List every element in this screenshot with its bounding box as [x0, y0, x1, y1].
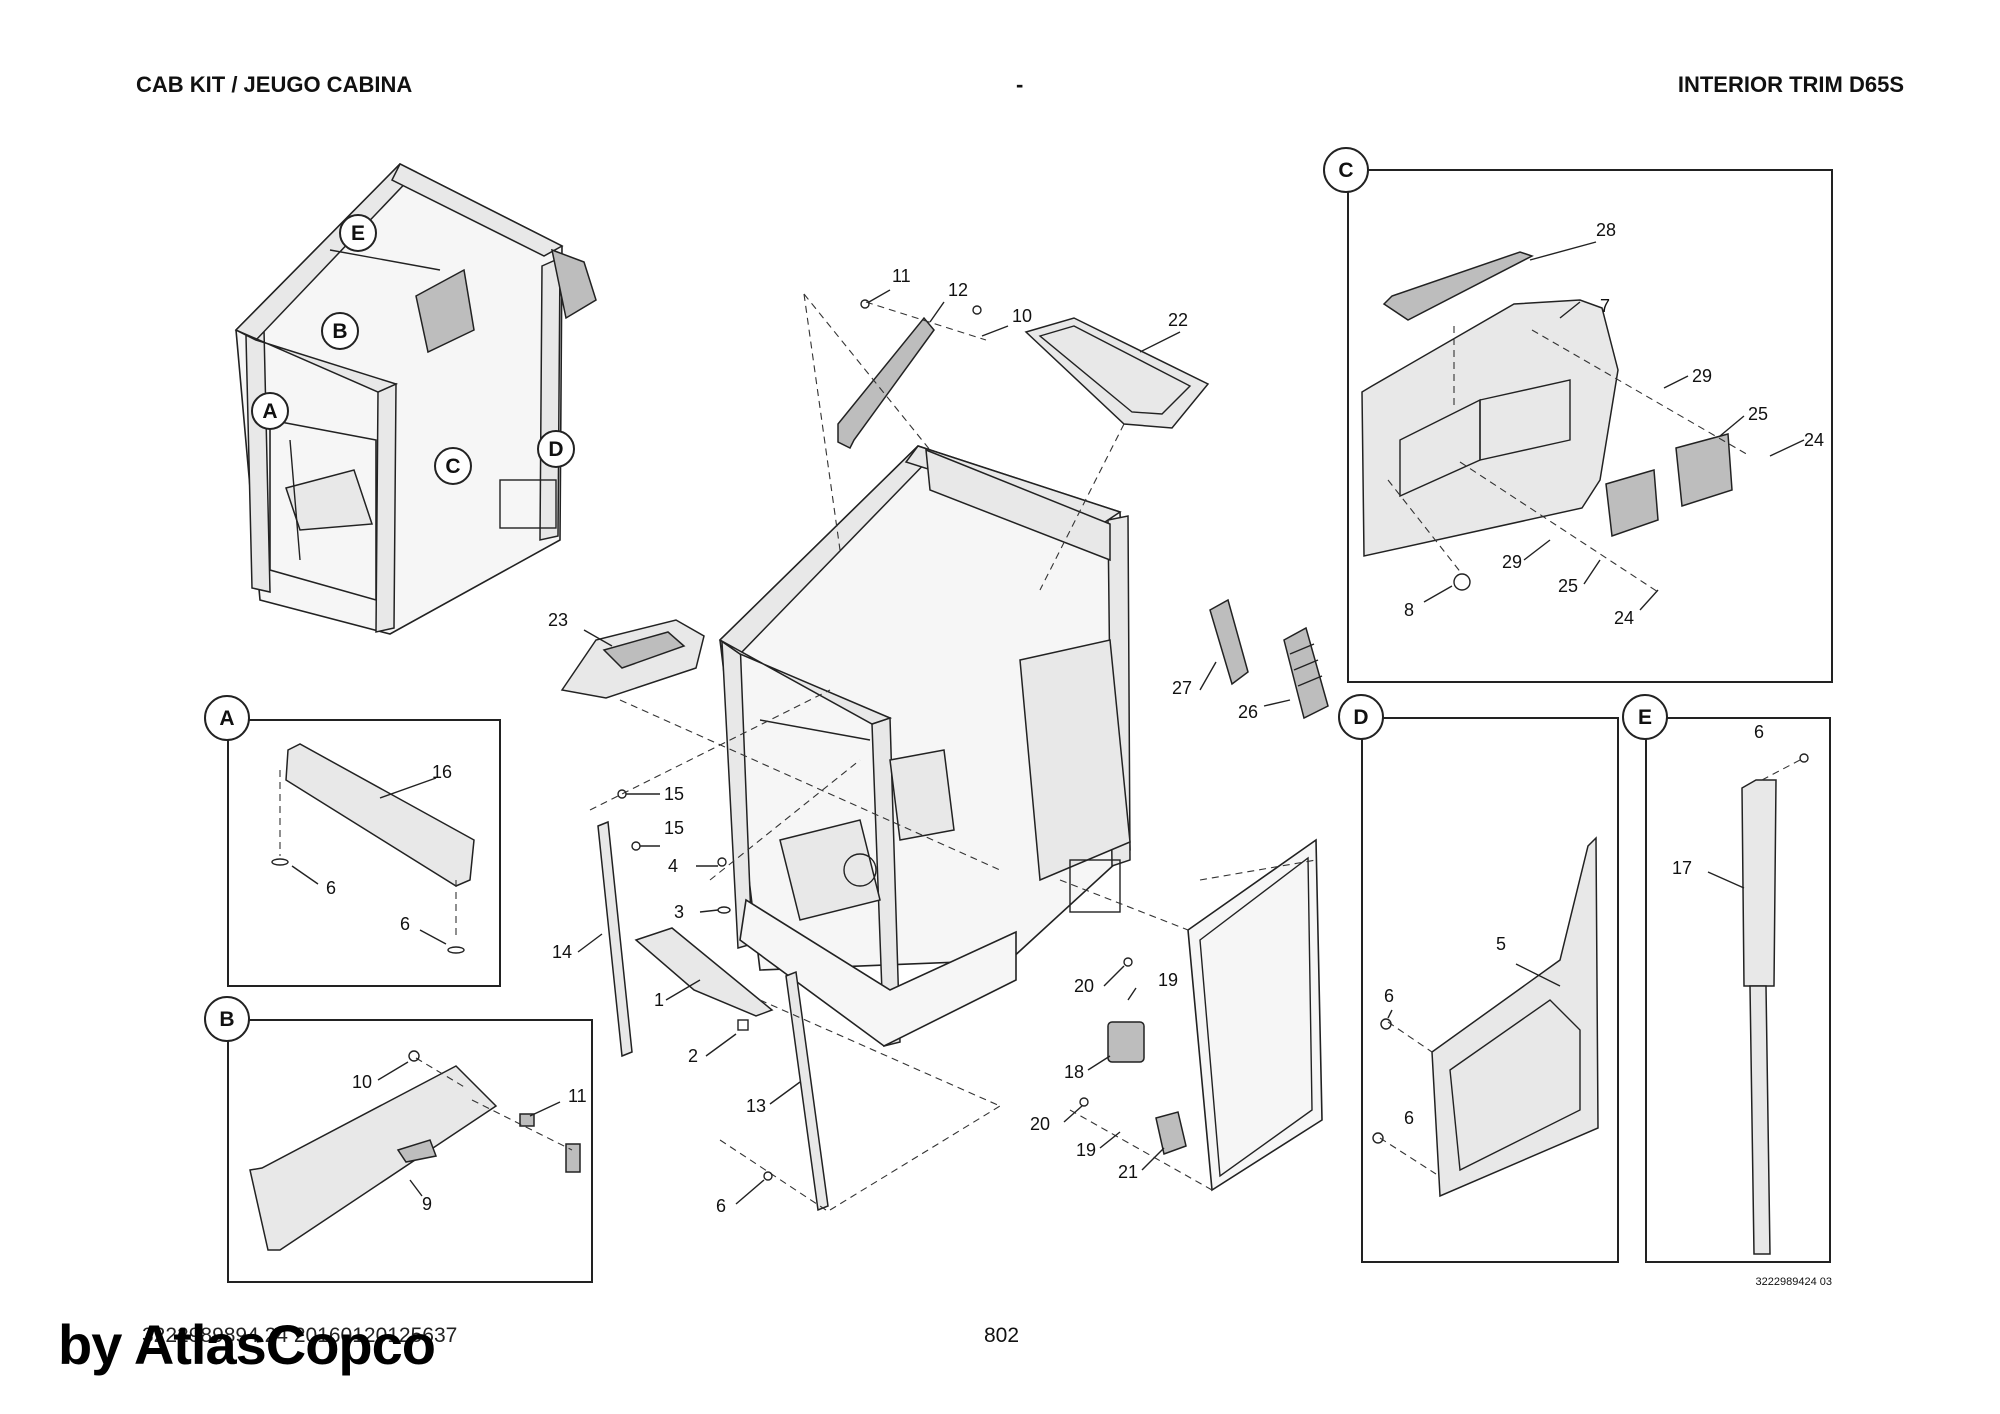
brand-watermark: by AtlasCopco [58, 1313, 436, 1376]
detail-marker-d: D [1338, 694, 1384, 740]
callout-2: 2 [688, 1046, 698, 1066]
svg-text:B: B [219, 1008, 234, 1031]
detail-c-callout-24-upper: 24 [1804, 430, 1824, 450]
detail-marker-c: C [1323, 147, 1369, 193]
svg-text:A: A [219, 707, 234, 730]
overview-cab [234, 162, 597, 635]
detail-marker-e: E [1622, 694, 1668, 740]
header-left-title: CAB KIT / JEUGO CABINA [136, 72, 413, 97]
detail-view-c: 28 7 29 25 24 29 25 24 8 [1347, 169, 1833, 683]
callout-26: 26 [1238, 702, 1258, 722]
callout-13: 13 [746, 1096, 766, 1116]
callout-18: 18 [1064, 1062, 1084, 1082]
callout-3: 3 [674, 902, 684, 922]
part-22-roof-tray [1024, 317, 1210, 429]
part-21-bracket [1155, 1111, 1187, 1155]
detail-a-callout-6-upper: 6 [326, 878, 336, 898]
detail-c-callout-8: 8 [1404, 600, 1414, 620]
overview-marker-e: E [339, 214, 377, 252]
svg-text:B: B [332, 320, 347, 343]
header-center-dash: - [1016, 72, 1024, 97]
callout-1: 1 [654, 990, 664, 1010]
header-right-title: INTERIOR TRIM D65S [1677, 72, 1904, 97]
rear-window-panel [1187, 838, 1323, 1192]
main-callout-leaders [577, 289, 1291, 1205]
detail-a-callout-6-lower: 6 [400, 914, 410, 934]
callout-20-upper: 20 [1074, 976, 1094, 996]
callout-19-lower: 19 [1076, 1140, 1096, 1160]
detail-c-callout-29-upper: 29 [1692, 366, 1712, 386]
callout-15-lower: 15 [664, 818, 684, 838]
detail-b-callout-10: 10 [352, 1072, 372, 1092]
detail-view-b: 10 11 9 [227, 1019, 593, 1283]
overview-marker-d: D [537, 430, 575, 468]
fastener-symbols [617, 299, 1133, 1181]
detail-view-a: 16 6 6 [227, 719, 501, 987]
overview-marker-b: B [321, 312, 359, 350]
callout-21: 21 [1118, 1162, 1138, 1182]
detail-c-callout-28: 28 [1596, 220, 1616, 240]
part-27-side-panel [1209, 598, 1249, 686]
callout-6-main: 6 [716, 1196, 726, 1216]
detail-view-e: 6 17 [1645, 717, 1831, 1263]
drawing-reference-number: 3222989424 03 [1755, 1276, 1832, 1288]
callout-10: 10 [1012, 306, 1032, 326]
detail-c-callout-29-lower: 29 [1502, 552, 1522, 572]
callout-14: 14 [552, 942, 572, 962]
part-26-vent-grille [1283, 626, 1329, 720]
detail-c-callout-24-lower: 24 [1614, 608, 1634, 628]
main-cab-frame [718, 445, 1131, 1047]
exploded-dashed-lines [589, 293, 1317, 1211]
part-13-trim-strip [785, 970, 829, 1212]
callout-20-lower: 20 [1030, 1114, 1050, 1134]
callout-19-upper: 19 [1158, 970, 1178, 990]
callout-11: 11 [892, 266, 911, 286]
detail-e-callout-17: 17 [1672, 858, 1692, 878]
detail-view-d: 5 6 6 [1361, 717, 1619, 1263]
callout-27: 27 [1172, 678, 1192, 698]
part-18-bracket [1107, 1021, 1145, 1063]
detail-a-callout-16: 16 [432, 762, 452, 782]
callout-15-upper: 15 [664, 784, 684, 804]
callout-22: 22 [1168, 310, 1188, 330]
page-number: 802 [984, 1324, 1020, 1347]
detail-marker-b: B [204, 996, 250, 1042]
detail-d-callout-6-upper: 6 [1384, 986, 1394, 1006]
callout-23: 23 [548, 610, 568, 630]
part-14-trim-strip [597, 820, 633, 1058]
svg-text:D: D [1353, 706, 1368, 729]
detail-d-callout-6-lower: 6 [1404, 1108, 1414, 1128]
svg-text:E: E [1638, 706, 1652, 729]
detail-c-callout-7: 7 [1600, 296, 1610, 316]
overview-marker-c: C [434, 447, 472, 485]
part-1-step-cover [634, 927, 774, 1017]
callout-4: 4 [668, 856, 678, 876]
overview-marker-a: A [251, 392, 289, 430]
detail-c-callout-25-lower: 25 [1558, 576, 1578, 596]
part-12-pillar-trim [837, 316, 935, 450]
svg-text:D: D [548, 438, 563, 461]
part-23-floor-console [560, 619, 705, 699]
svg-text:C: C [445, 455, 460, 478]
detail-marker-a: A [204, 695, 250, 741]
svg-text:E: E [351, 222, 365, 245]
detail-d-callout-5: 5 [1496, 934, 1506, 954]
detail-b-callout-11: 11 [568, 1086, 587, 1106]
callout-12: 12 [948, 280, 968, 300]
footer-code: 3222989894 24 20160120125637 [142, 1324, 458, 1347]
svg-text:A: A [262, 400, 277, 423]
detail-c-callout-25-upper: 25 [1748, 404, 1768, 424]
svg-text:C: C [1338, 159, 1353, 182]
detail-b-callout-9: 9 [422, 1194, 432, 1214]
detail-e-callout-6: 6 [1754, 722, 1764, 742]
